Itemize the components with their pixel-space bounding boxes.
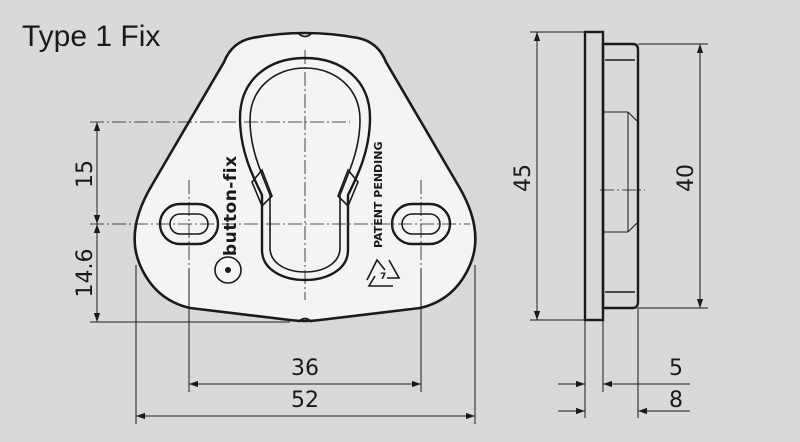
brand-label: button-fix (221, 155, 241, 256)
dim-40: 40 (674, 164, 699, 192)
svg-text:7: 7 (380, 272, 386, 282)
drawing-title: Type 1 Fix (22, 20, 160, 53)
patent-label: PATENT PENDING (372, 141, 385, 248)
side-plate (583, 30, 605, 322)
side-boss (601, 42, 640, 310)
recycle-icon: 7 (366, 258, 401, 287)
top-notch (297, 32, 313, 38)
bottom-notch (297, 317, 313, 323)
dim-5: 5 (669, 356, 683, 381)
side-view (583, 30, 645, 322)
left-rib (251, 168, 273, 208)
indicator-dot (225, 267, 231, 273)
dim-8: 8 (669, 388, 683, 413)
indicator-circle (214, 256, 242, 284)
front-view: 7 button-fix PATENT PENDING (90, 31, 477, 323)
dim-15: 15 (73, 160, 98, 188)
dim-52: 52 (291, 388, 319, 413)
side-dimensions: 45 40 5 8 (511, 31, 708, 418)
front-dimensions: 15 14.6 36 52 (73, 122, 476, 424)
dim-36: 36 (291, 356, 319, 381)
dim-45: 45 (511, 164, 536, 192)
right-rib (337, 168, 359, 208)
dim-14-6: 14.6 (73, 249, 98, 298)
